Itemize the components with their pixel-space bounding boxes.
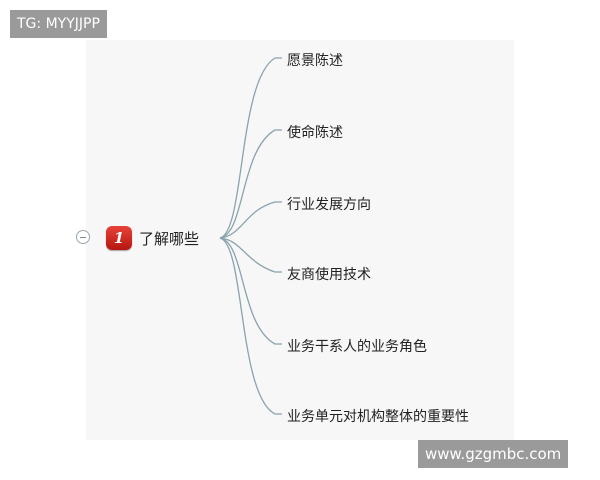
branch-stakeholder-roles[interactable]: 业务干系人的业务角色 <box>287 339 427 355</box>
connector-2 <box>219 129 282 239</box>
branch-vision-statement[interactable]: 愿景陈述 <box>287 53 343 69</box>
collapse-toggle-icon[interactable] <box>76 230 90 244</box>
connector-5 <box>219 237 282 345</box>
connector-1 <box>219 57 282 239</box>
root-node[interactable]: 1 了解哪些 <box>106 226 199 250</box>
branch-unit-importance[interactable]: 业务单元对机构整体的重要性 <box>287 409 469 425</box>
mindmap-canvas <box>86 40 514 440</box>
connector-6 <box>219 237 282 415</box>
watermark-top: TG: MYYJJPP <box>10 10 107 38</box>
branch-competitor-technology[interactable]: 友商使用技术 <box>287 267 371 283</box>
connector-3 <box>219 201 282 239</box>
branch-mission-statement[interactable]: 使命陈述 <box>287 125 343 141</box>
branch-industry-direction[interactable]: 行业发展方向 <box>287 197 371 213</box>
connector-4 <box>219 237 282 273</box>
watermark-bottom: www.gzgmbc.com <box>418 440 569 468</box>
priority-1-icon: 1 <box>106 226 132 250</box>
root-label: 了解哪些 <box>139 229 200 248</box>
